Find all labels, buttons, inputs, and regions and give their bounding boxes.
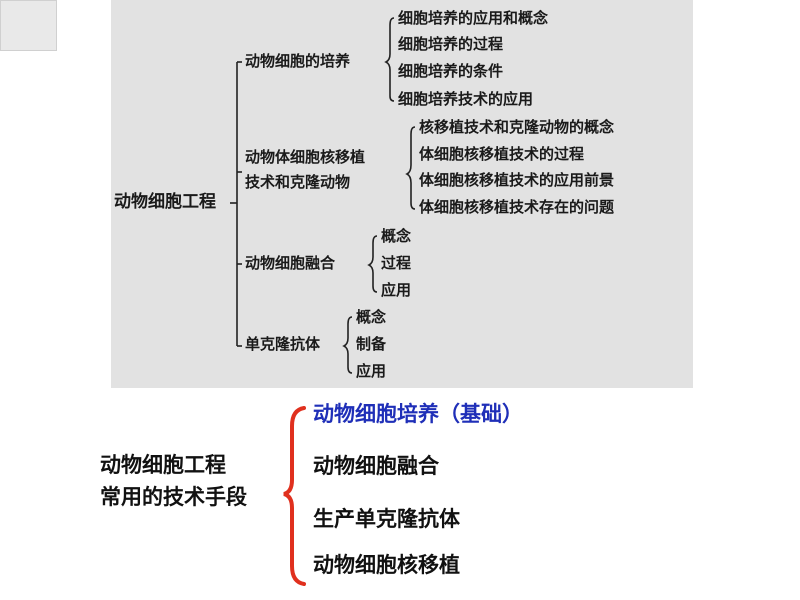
branch-1-child-4: 细胞培养技术的应用 [398, 90, 534, 108]
branch-3-child-1: 概念 [381, 227, 412, 245]
branch-3-child-3: 应用 [381, 281, 412, 299]
tree-diagram-panel: 动物细胞工程 动物细胞的培养 细胞培养的应用和概念 细胞培养的过程 细胞培养的条… [111, 0, 693, 388]
branch-1-child-3: 细胞培养的条件 [398, 62, 504, 80]
tree-root-label: 动物细胞工程 [114, 192, 216, 212]
summary-brace [283, 406, 306, 586]
thumbnail-image [0, 0, 57, 51]
branch-3-label: 动物细胞融合 [245, 254, 336, 272]
method-nuclear-transfer: 动物细胞核移植 [313, 553, 460, 577]
branch-2-brace [405, 126, 416, 210]
branch-2-child-2: 体细胞核移植技术的过程 [419, 145, 585, 163]
tree-connector-lines [230, 17, 416, 374]
branch-2-child-4: 体细胞核移植技术存在的问题 [419, 198, 615, 216]
summary-label-line-1: 动物细胞工程 [100, 453, 226, 477]
branch-1-label: 动物细胞的培养 [245, 52, 351, 70]
branch-2-child-3: 体细胞核移植技术的应用前景 [419, 171, 615, 189]
branch-1-brace [384, 17, 395, 102]
branch-3-brace [367, 235, 378, 293]
branch-3-child-2: 过程 [381, 254, 412, 272]
branch-1-child-1: 细胞培养的应用和概念 [398, 9, 549, 27]
branch-4-label: 单克隆抗体 [245, 335, 321, 353]
branch-2-label-line-2: 技术和克隆动物 [245, 173, 351, 191]
branch-4-child-2: 制备 [356, 335, 387, 353]
branch-4-child-3: 应用 [356, 362, 387, 380]
branch-2-child-1: 核移植技术和克隆动物的概念 [419, 118, 615, 136]
branch-4-child-1: 概念 [356, 308, 387, 326]
method-monoclonal-antibody: 生产单克隆抗体 [313, 507, 460, 531]
branch-4-brace [342, 316, 353, 374]
summary-label-line-2: 常用的技术手段 [100, 485, 247, 509]
method-cell-fusion: 动物细胞融合 [313, 454, 439, 478]
branch-1-child-2: 细胞培养的过程 [398, 35, 504, 53]
branch-2-label-line-1: 动物体细胞核移植 [245, 148, 366, 166]
method-cell-culture: 动物细胞培养（基础） [313, 402, 523, 426]
